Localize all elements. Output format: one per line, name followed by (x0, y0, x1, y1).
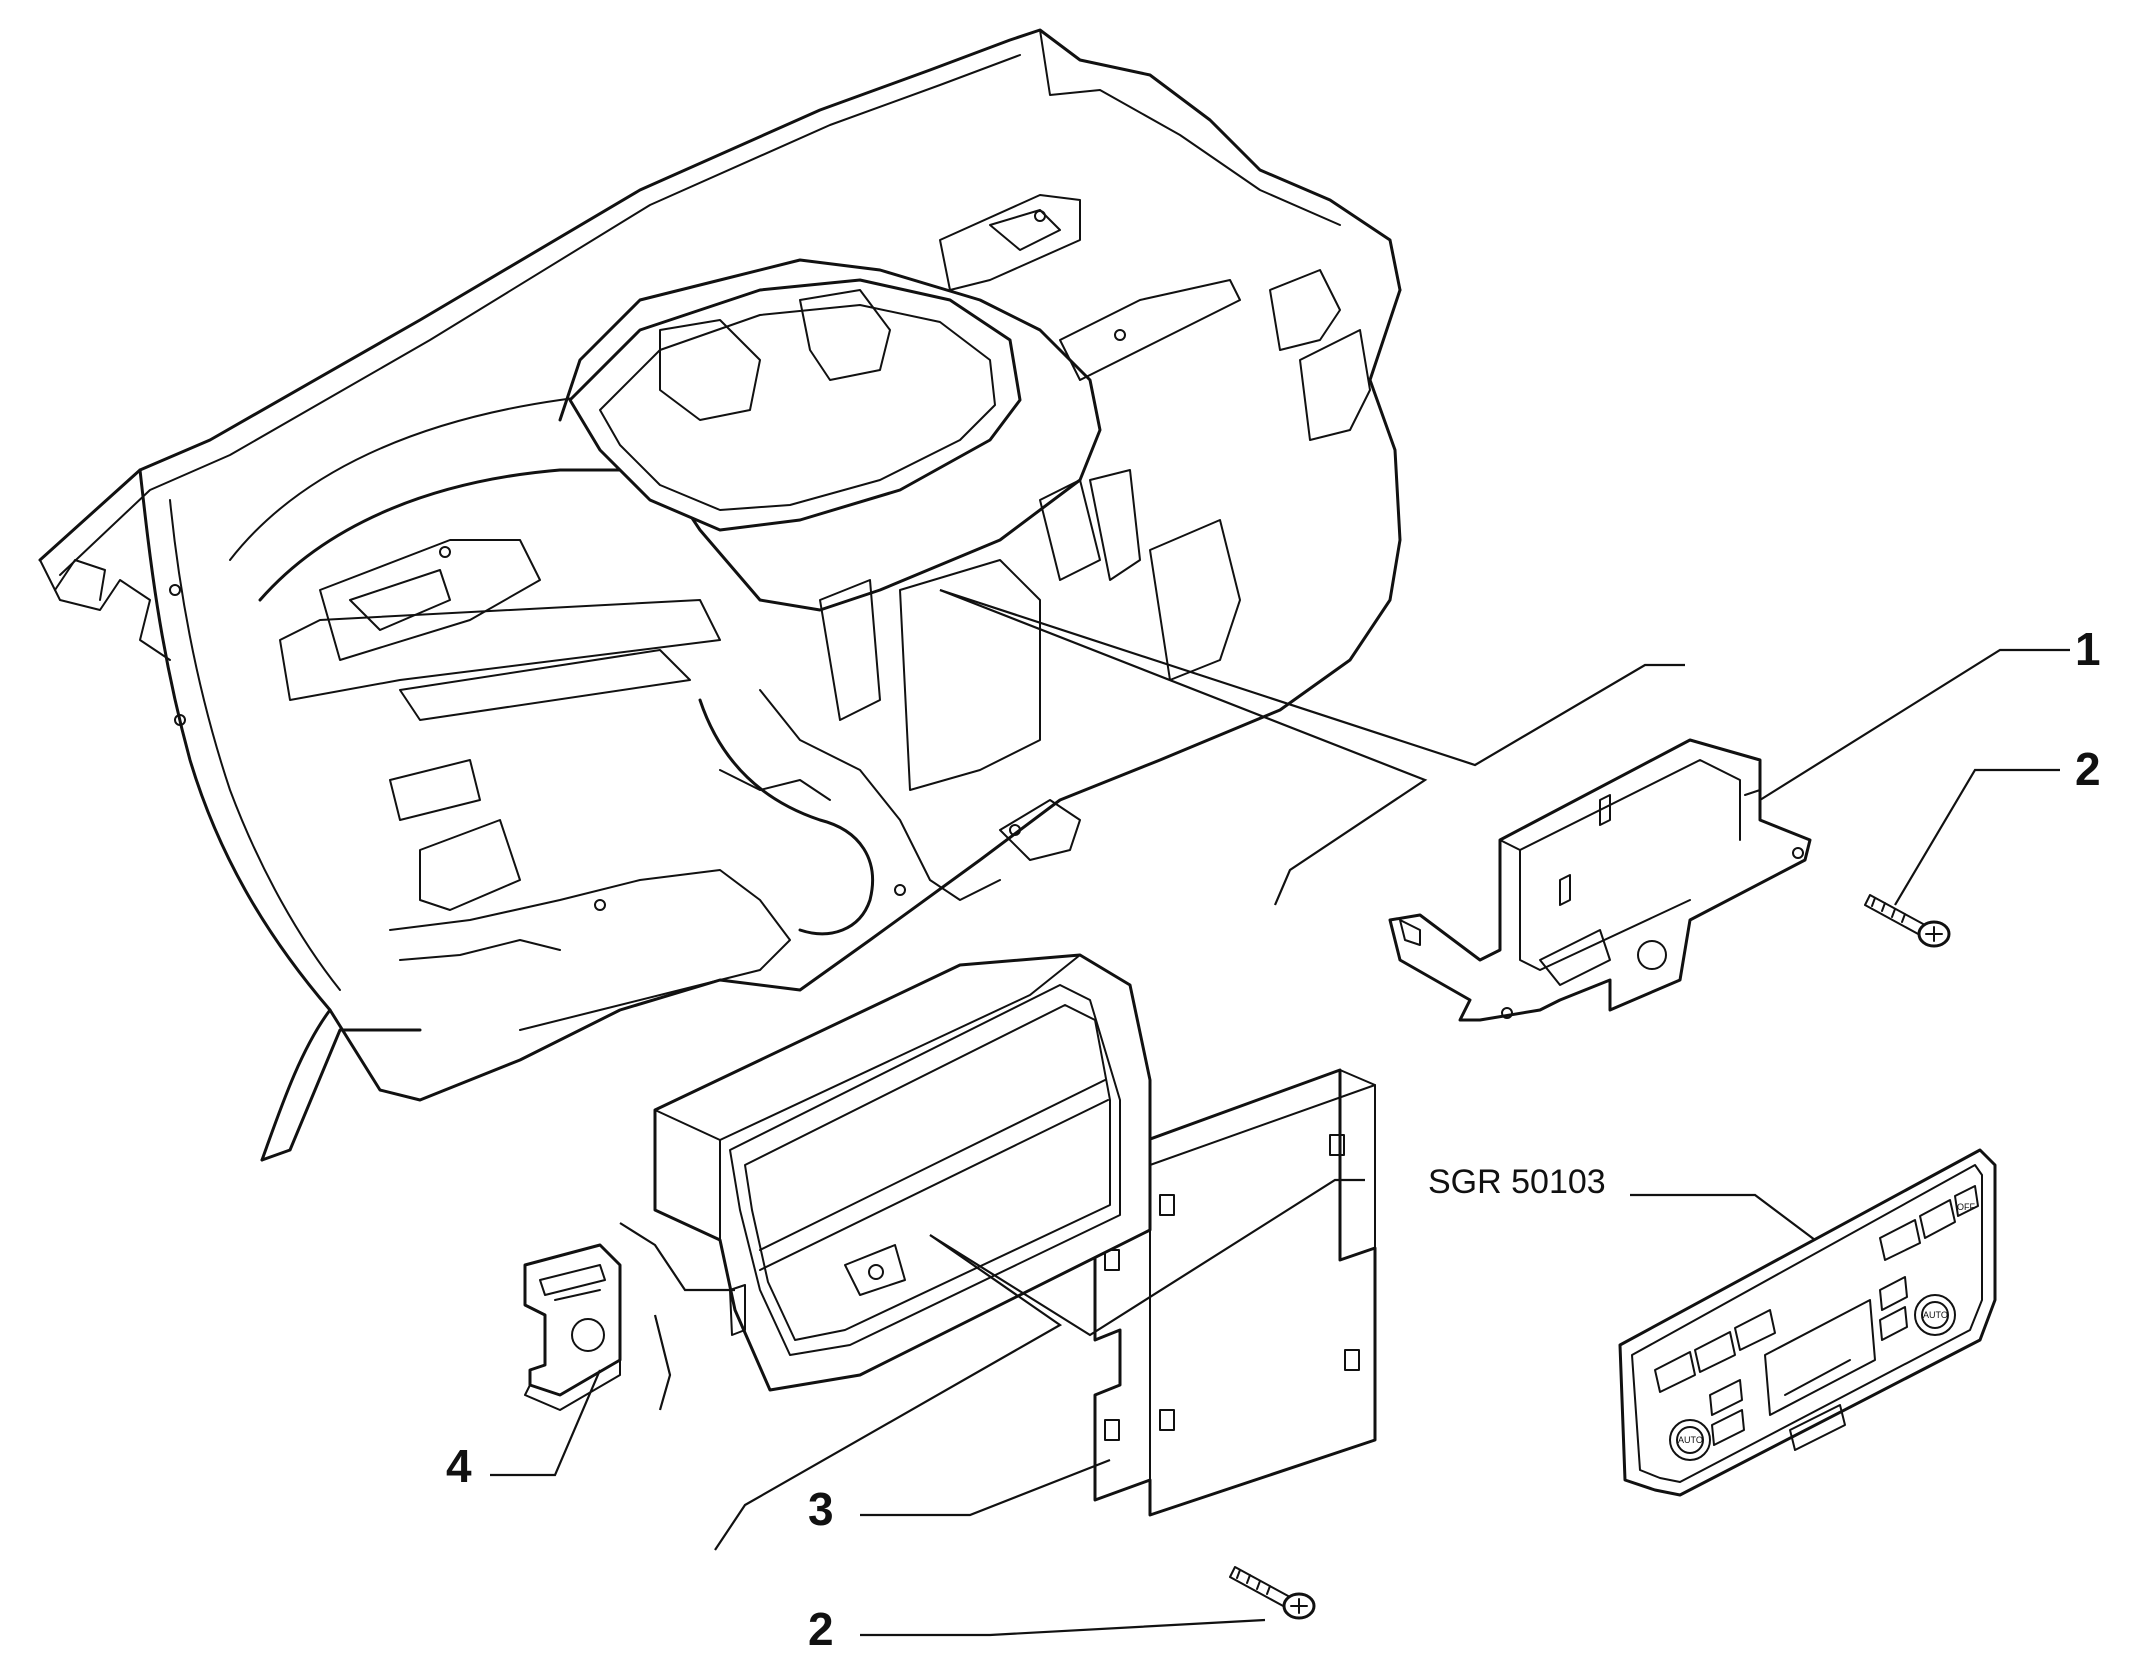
panel-button-label-auto-left: AUTO (1678, 1435, 1703, 1445)
panel-button-label-auto-right: AUTO (1923, 1310, 1948, 1320)
part-2-screw-lower (1229, 1566, 1316, 1620)
callout-3: 3 (808, 1483, 834, 1535)
panel-button-label-off: OFF (1957, 1202, 1975, 1212)
part-4-retaining-clip (523, 1243, 622, 1411)
callout-1: 1 (2075, 623, 2101, 675)
leader-lines (490, 588, 2070, 1637)
climate-control-panel: AUTO AUTO OFF (1618, 1148, 1997, 1497)
radio-housing-bezel (653, 953, 1152, 1392)
callout-labels: 1 2 2 3 4 SGR 50103 (446, 623, 2101, 1655)
callout-2-lower: 2 (808, 1603, 834, 1655)
callout-4: 4 (446, 1440, 472, 1492)
dashboard-assembly (38, 28, 1402, 1162)
part-2-screw-upper (1864, 894, 1951, 948)
reference-code: SGR 50103 (1428, 1163, 1606, 1201)
part-1-mounting-bracket (1388, 738, 1812, 1022)
callout-2-upper: 2 (2075, 743, 2101, 795)
